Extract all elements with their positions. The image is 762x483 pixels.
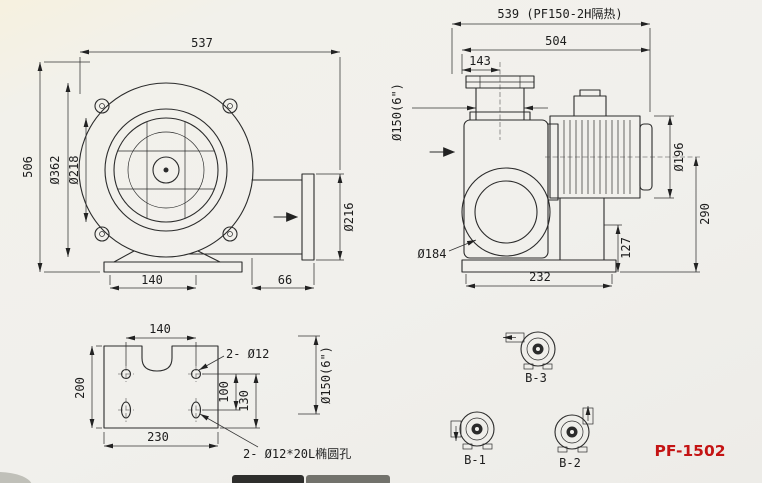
terminal-box [573,95,607,117]
orientation-views: B-3 B-1 B-2 [450,331,594,470]
dim-base-edge-span-y: 130 [220,373,260,429]
orientation-view-b1: B-1 [450,411,495,467]
orientation-view-b3: B-3 [503,331,556,385]
dim-base-edge-span-y-text: 130 [237,390,251,412]
note-base-oval-holes-text: 2- Ø12*20L椭圆孔 [243,446,351,461]
dim-base-plate-depth-text: 200 [73,377,87,399]
outlet-duct [188,173,315,261]
dim-side-insulated-length: 539 (PF150-2H隔热) [451,7,651,112]
base-plate-outline [103,345,219,429]
mounting-ears [94,98,238,242]
dim-base-plate-width-text: 230 [147,430,169,444]
dim-side-base-length: 232 [465,270,613,289]
dim-side-motor-dia: Ø196 [654,115,686,199]
base-plate-drawing: 140 200 230 100 130 [73,322,351,461]
dim-side-suction-dia: Ø184 [418,239,477,261]
note-base-round-holes-text: 2- Ø12 [226,347,269,361]
dim-front-flange-depth-text: 66 [278,273,292,287]
dim-base-hole-span-x: 140 [125,322,197,366]
b2-foot [557,446,568,453]
dim-side-inlet-pipe-dia-text: Ø150(6") [390,83,404,141]
dim-base-hole-span-y-text: 100 [217,381,231,403]
suction-cover-circle [461,167,551,257]
scroll-housing-outline [78,82,254,258]
dim-front-housing-dia: Ø362 [48,83,71,257]
b3-foot [542,363,553,370]
dim-front-housing-dia-text: Ø362 [48,156,62,185]
inlet-flange-ring [104,108,228,232]
dim-side-inlet-offset: 143 [462,54,500,73]
hole-centerlines [118,366,204,422]
note-base-round-holes: 2- Ø12 [198,347,269,371]
grille-ring [127,131,205,209]
suction-inner-circle [474,180,538,244]
dim-side-total-length-text: 504 [545,34,567,48]
motor-bracket [547,123,559,201]
dim-base-outlet-dia: Ø150(6") [298,335,333,415]
label-view-b3: B-3 [525,371,547,385]
dim-side-total-length: 504 [461,34,650,74]
hub-center [163,167,169,173]
dim-front-total-width-text: 537 [191,36,213,50]
dim-front-flange-depth: 66 [251,258,315,291]
note-base-oval-holes: 2- Ø12*20L椭圆孔 [199,413,351,461]
dim-side-insulated-length-text: 539 (PF150-2H隔热) [497,7,622,21]
orientation-view-b2: B-2 [554,406,594,470]
b1-foot [482,443,493,450]
inlet-opening [113,117,219,223]
dim-base-hole-span-y: 100 [202,373,240,411]
dim-front-total-height-text: 506 [21,156,35,178]
motor [547,89,653,201]
b1-foot [462,443,473,450]
front-base-pedestal [103,250,243,273]
dim-front-total-width: 537 [79,36,341,170]
b3-foot [523,363,534,370]
inlet-grille [118,122,214,218]
label-view-b1: B-1 [464,453,486,467]
dim-side-inlet-offset-text: 143 [469,54,491,68]
dim-front-foot-span: 140 [109,273,197,291]
dim-base-hole-span-x-text: 140 [149,322,171,336]
dim-side-suction-dia-text: Ø184 [418,247,447,261]
model-number-label: PF-1502 [654,442,725,460]
dim-base-plate-width: 230 [103,430,219,449]
front-view-drawing: 537 506 Ø362 Ø218 Ø216 140 [21,36,356,291]
dim-side-base-length-text: 232 [529,270,551,284]
side-view-drawing: 539 (PF150-2H隔热) 504 143 Ø150(6") Ø184 Ø… [390,7,712,289]
dim-side-foot-height-text: 127 [619,237,633,259]
dim-front-inlet-dia: Ø218 [67,118,89,222]
label-view-b2: B-2 [559,456,581,470]
dim-base-plate-depth: 200 [73,345,102,429]
dim-front-foot-span-text: 140 [141,273,163,287]
b2-foot [577,446,588,453]
scan-artifacts [0,472,390,483]
dim-base-outlet-dia-text: Ø150(6") [319,346,333,404]
dim-front-outlet-dia: Ø216 [316,173,356,261]
dim-front-outlet-dia-text: Ø216 [342,203,356,232]
dim-side-motor-dia-text: Ø196 [672,143,686,172]
dim-side-foot-height: 127 [604,224,633,272]
dim-side-axis-height-text: 290 [698,203,712,225]
dim-side-inlet-pipe-dia: Ø150(6") [390,83,548,141]
dim-front-inlet-dia-text: Ø218 [67,156,81,185]
housing-side-profile [463,119,549,259]
hub-circle [152,156,180,184]
dim-side-axis-height: 290 [620,157,712,273]
terminal-box-cap [579,89,601,97]
dim-front-total-height: 506 [21,61,100,273]
